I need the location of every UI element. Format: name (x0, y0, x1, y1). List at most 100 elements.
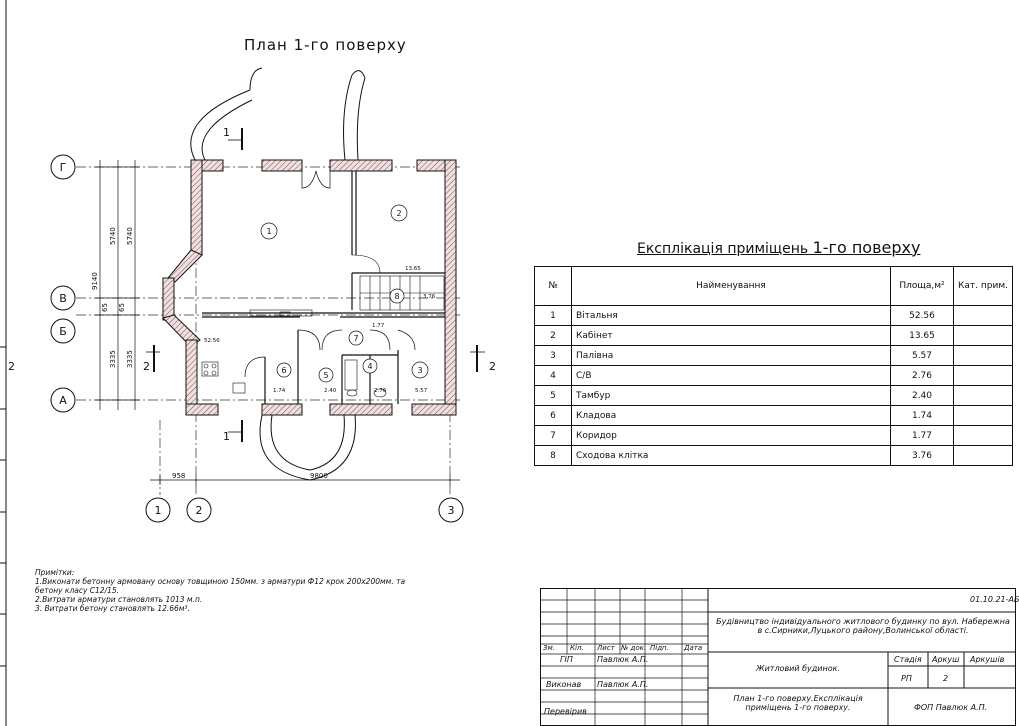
drawing-code: 01.10.21-АБ (970, 595, 1019, 604)
axis-label-col: 3 (448, 504, 455, 517)
dim-text: 3335 (126, 350, 134, 368)
cell-no: 8 (534, 445, 572, 466)
cell-category (953, 365, 1013, 386)
doors (244, 170, 416, 378)
cell-no: 5 (534, 385, 572, 406)
sheet-value: 2 (943, 674, 949, 683)
cell-no: 6 (534, 405, 572, 426)
area-label: 52.56 (204, 338, 220, 344)
cell-no: 4 (534, 365, 572, 386)
dim-text: 65 (118, 303, 126, 312)
area-label: 13.65 (405, 266, 421, 272)
axis-label-row: Г (60, 161, 67, 174)
dimension-lines (95, 160, 460, 485)
note-line: 2.Витрати арматури становлять 1013 м.п. (35, 595, 203, 604)
cell-area: 1.77 (890, 425, 954, 446)
cell-area: 13.65 (890, 325, 954, 346)
role-name: Павлюк А.П. (597, 655, 649, 664)
porch-bottom (259, 414, 356, 481)
cell-area: 5.57 (890, 345, 954, 366)
cell-name: Палівна (571, 345, 891, 366)
explication-title: Експлікація приміщень 1-го поверху (637, 238, 920, 257)
cell-category (953, 305, 1013, 326)
cell-no: 7 (534, 425, 572, 446)
explication-title-prefix: Експлікація приміщень (637, 241, 809, 257)
area-label: 1.74 (273, 388, 286, 394)
header-name: Найменування (571, 266, 891, 306)
room-number: 6 (281, 366, 286, 375)
cell-area: 1.74 (890, 405, 954, 426)
notes-heading: Примітки: (35, 568, 75, 577)
company-name: ФОП Павлюк А.П. (914, 703, 988, 712)
explication-title-suffix: 1-го поверху (812, 238, 921, 257)
header-no: № (534, 266, 572, 306)
room-number: 7 (353, 334, 358, 343)
note-line: 1.Виконати бетонну армовану основу товщи… (35, 577, 406, 595)
cell-category (953, 325, 1013, 346)
sheets-label: Аркушів (970, 655, 1005, 664)
dim-text: 3335 (109, 350, 117, 368)
title-block-grid (540, 588, 1016, 726)
section-label: 1 (223, 430, 230, 443)
cell-area: 2.40 (890, 385, 954, 406)
col-header: Кіл. (570, 644, 584, 652)
stage-value: РП (901, 674, 912, 683)
col-header: № док. (621, 644, 647, 652)
porch-top (190, 67, 366, 161)
col-header: Лист (597, 644, 615, 652)
cell-name: С/В (571, 365, 891, 386)
cell-category (953, 385, 1013, 406)
room-number: 8 (394, 292, 399, 301)
section-label: 2 (489, 360, 496, 373)
sheet-title: План 1-го поверху (244, 36, 407, 54)
cell-category (953, 405, 1013, 426)
header-area: Площа,м² (890, 266, 954, 306)
axis-label-row: А (59, 394, 67, 407)
cell-name: Кабінет (571, 325, 891, 346)
dim-text: 9140 (91, 272, 99, 290)
title-block: 01.10.21-АБ Будівництво індивідуального … (540, 588, 1019, 726)
section-marks (153, 128, 478, 442)
dim-text: 5740 (109, 227, 117, 245)
cell-category (953, 445, 1013, 466)
object-name: Житловий будинок. (755, 664, 841, 673)
note-line: 3. Витрати бетону становлять 12.66м³. (35, 604, 190, 613)
fixtures (201, 309, 387, 398)
header-category: Кат. прим. (953, 266, 1013, 306)
partitions (202, 171, 445, 404)
role-label: ГІП (560, 655, 573, 664)
cell-name: Вітальня (571, 305, 891, 326)
axis-label-col: 2 (196, 504, 203, 517)
area-label: 2.40 (324, 388, 337, 394)
cell-area: 2.76 (890, 365, 954, 386)
room-markers (260, 204, 429, 383)
room-number: 1 (266, 227, 271, 236)
role-label: Виконав (546, 680, 582, 689)
explication-header-row: № Найменування Площа,м² Кат. прим. (534, 266, 1013, 306)
cell-area: 52.56 (890, 305, 954, 326)
role-name: Павлюк А.П. (597, 680, 649, 689)
drawing-title: План 1-го поверху.Експлікація приміщень … (733, 694, 863, 712)
section-label: 1 (223, 126, 230, 139)
notes: Примітки: 1.Виконати бетонну армовану ос… (35, 568, 425, 613)
col-header: Підп. (650, 644, 669, 652)
cell-name: Тамбур (571, 385, 891, 406)
cell-name: Сходова клітка (571, 445, 891, 466)
axis-label-row: В (59, 292, 67, 305)
cell-no: 1 (534, 305, 572, 326)
col-header: Зм. (543, 644, 555, 652)
area-label: 2.76 (374, 388, 387, 394)
cell-category (953, 345, 1013, 366)
section-label: 2 (8, 360, 15, 373)
cell-name: Коридор (571, 425, 891, 446)
col-header: Дата (684, 644, 703, 652)
area-label: 3.76 (423, 294, 436, 300)
